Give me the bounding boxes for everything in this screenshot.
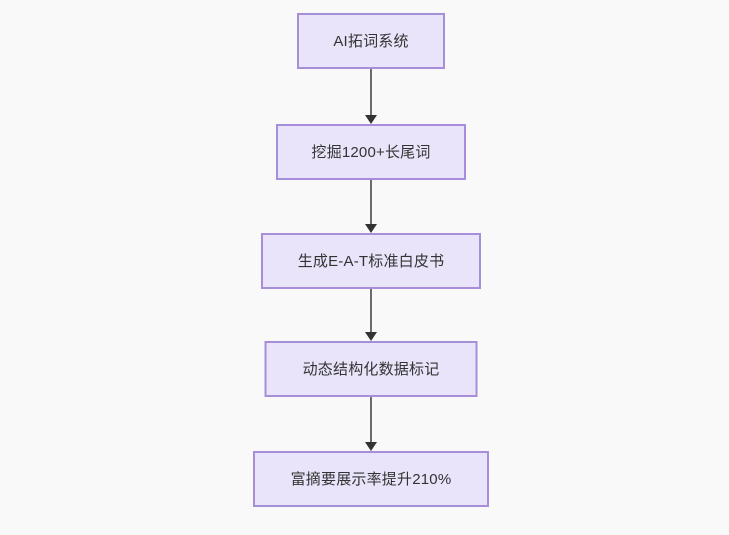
arrowhead-down-icon	[365, 224, 377, 233]
flowchart-edge-n1-n2	[364, 69, 378, 124]
flowchart-node-label: 富摘要展示率提升210%	[290, 470, 452, 488]
flowchart-node-label: 挖掘1200+长尾词	[311, 143, 431, 161]
flowchart-node-n3[interactable]: 生成E-A-T标准白皮书	[261, 233, 481, 289]
flowchart-node-n5[interactable]: 富摘要展示率提升210%	[253, 451, 489, 507]
flowchart-node-n2[interactable]: 挖掘1200+长尾词	[276, 124, 466, 180]
edge-line	[370, 289, 372, 332]
flowchart-node-label: 动态结构化数据标记	[302, 360, 440, 378]
arrowhead-down-icon	[365, 332, 377, 341]
flowchart-edge-n2-n3	[364, 180, 378, 233]
arrowhead-down-icon	[365, 115, 377, 124]
edge-line	[370, 69, 372, 115]
arrowhead-down-icon	[365, 442, 377, 451]
flowchart-node-n4[interactable]: 动态结构化数据标记	[264, 341, 478, 397]
flowchart-node-label: 生成E-A-T标准白皮书	[297, 252, 445, 270]
edge-line	[370, 180, 372, 224]
edge-line	[370, 397, 372, 442]
flowchart-edge-n4-n5	[364, 397, 378, 451]
flowchart-node-n1[interactable]: AI拓词系统	[297, 13, 445, 69]
flowchart-edge-n3-n4	[364, 289, 378, 341]
flowchart-node-label: AI拓词系统	[333, 32, 409, 50]
